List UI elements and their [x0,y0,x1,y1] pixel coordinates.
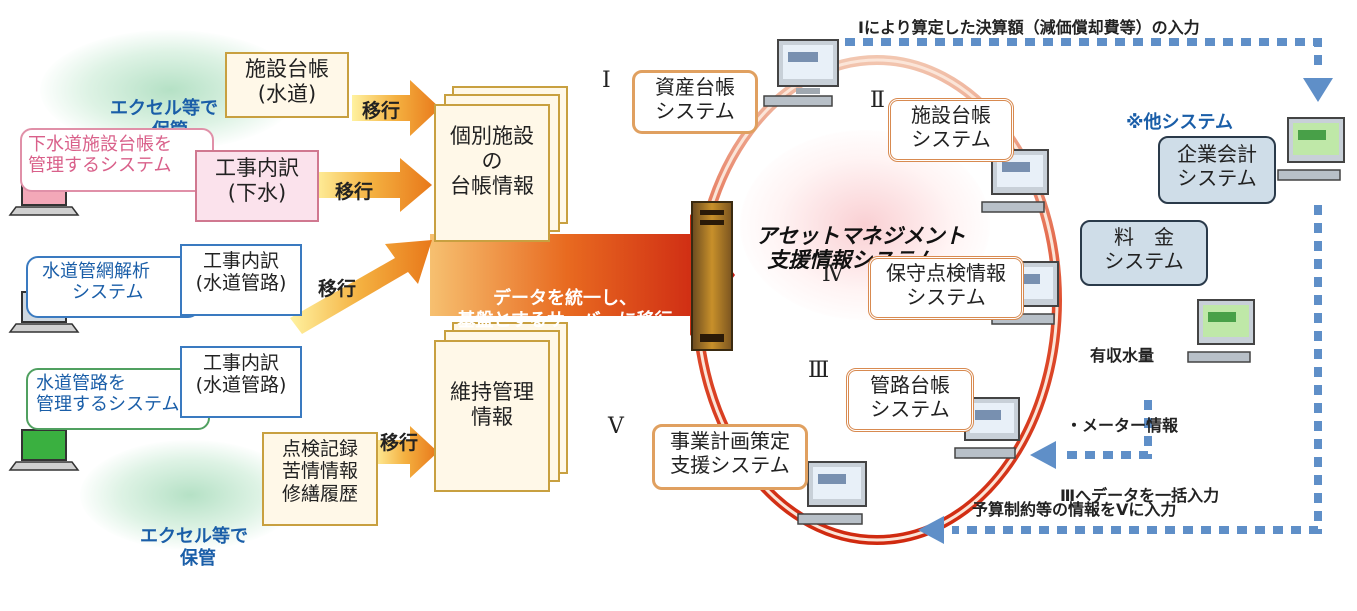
doc-sewer-works: 工事内訳(下水) [195,150,319,222]
dashed-flow-mid-head [1030,441,1056,469]
doc-pipe-works-2: 工事内訳(水道管路) [180,346,302,418]
system-network-analysis: 水道管網解析システム [26,256,200,318]
migrate-arrow-1 [352,80,440,136]
desktop-computer-icon [1187,299,1255,363]
system-business-planning: 事業計画策定支援システム [652,424,808,490]
desktop-computer-icon [1277,117,1345,181]
system-sewer-ledger: 下水道施設台帳を管理するシステム [20,128,214,192]
doc-maintenance: 維持管理情報 [434,340,550,492]
desktop-computer-icon [797,461,867,525]
desktop-computer-icon [763,39,839,107]
big-migration-arrow [430,214,735,336]
dashed-flow-top [845,38,1322,72]
dashed-flow-mid [1060,400,1152,459]
roman-5: Ⅴ [608,414,624,439]
roman-1: Ⅰ [602,68,611,93]
roman-3: Ⅲ [808,358,830,383]
ring-title: アセットマネジメント支援情報システム [756,223,966,273]
dashed-flow-top-head [1303,78,1333,102]
doc-individual-facility: 個別施設の台帳情報 [434,104,550,242]
roman-2: Ⅱ [870,88,885,113]
system-asset-ledger: 資産台帳システム [632,70,758,134]
laptop-icon [8,429,80,471]
migrate-arrow-4 [372,426,438,478]
dashed-flow-right [952,205,1322,534]
top-flow-note: Ⅰにより算定した決算額（減価償却費等）の入力 [858,18,1200,37]
doc-facility-water: 施設台帳(水道) [225,52,349,118]
desktop-computer-icon [954,397,1020,459]
big-arrow-label: データを統一し、基盤とするサーバーに移行 [457,288,673,331]
bottom-flow-note: 予算制約等の情報をⅤに入力 [972,500,1177,519]
system-pipe-ledger: 管路台帳システム [846,368,974,432]
migrate-label-4: 移行 [380,432,419,454]
migrate-arrow-3 [290,240,432,334]
system-maintenance-inspection: 保守点検情報システム [868,256,1024,320]
doc-pipe-works-1: 工事内訳(水道管路) [180,244,302,316]
system-enterprise-accounting: 企業会計システム [1158,136,1276,204]
dashed-flow-bottom-head [918,516,944,544]
billing-note: 有収水量 ・メーター情報 Ⅲへデータを一括入力 [1060,346,1220,505]
excel-label-bottom: エクセル等で保管 [140,526,248,569]
roman-4: Ⅳ [822,262,844,287]
diagram-graphics [8,38,1345,545]
migrate-arrow-2 [312,158,432,212]
system-billing: 料 金システム [1080,220,1208,286]
other-systems-title: ※他システム [1126,112,1233,133]
migrate-label-1: 移行 [362,100,401,122]
system-facility-ledger: 施設台帳システム [888,98,1014,162]
system-pipe-mgmt: 水道管路を管理するシステム [26,368,210,430]
migrate-label-2: 移行 [335,181,374,203]
migrate-label-3: 移行 [318,278,357,300]
server-tower [691,201,733,351]
doc-inspection: 点検記録苦情情報修繕履歴 [262,432,378,526]
